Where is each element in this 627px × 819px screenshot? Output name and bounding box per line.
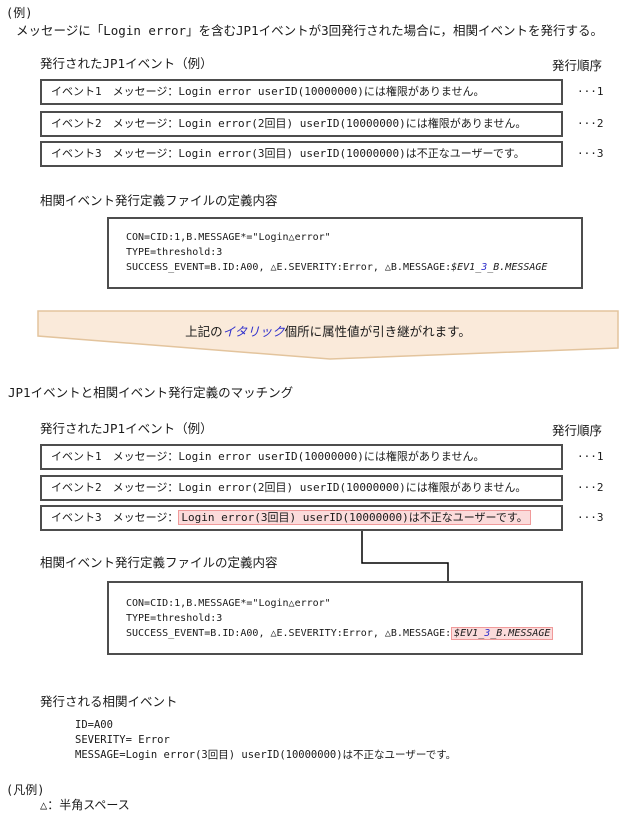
s2-event1-text: イベント1 メッセージ：Login error userID(10000000)… (51, 450, 485, 463)
result-id-line: ID=A00 (75, 719, 113, 731)
s2-def-type-line: TYPE=threshold:3 (126, 613, 223, 624)
s2-def-con-line: CON=CID:1,B.MESSAGE*="Login△error" (126, 598, 331, 609)
s1-event3-box: イベント3 メッセージ：Login error(3回目) userID(1000… (40, 141, 563, 167)
s1-def-success-line: SUCCESS_EVENT=B.ID:A00, △E.SEVERITY:Erro… (126, 262, 548, 273)
s2-definition-box: CON=CID:1,B.MESSAGE*="Login△error" TYPE=… (107, 581, 583, 655)
s1-event1-box: イベント1 メッセージ：Login error userID(10000000)… (40, 79, 563, 105)
result-message-line: MESSAGE=Login error(3回目) userID(10000000… (75, 749, 457, 761)
legend-item: △：半角スペース (40, 798, 130, 812)
s1-definition-heading: 相関イベント発行定義ファイルの定義内容 (40, 193, 278, 208)
example-label: (例) (6, 6, 33, 20)
s2-event3-highlighted-message: Login error(3回目) userID(10000000)は不正なユーザ… (178, 510, 531, 525)
s1-event2-text: イベント2 メッセージ：Login error(2回目) userID(1000… (51, 117, 527, 130)
s1-event3-text: イベント3 メッセージ：Login error(3回目) userID(1000… (51, 147, 525, 160)
s1-inherit-variable: $EV1_3_B.MESSAGE (451, 262, 548, 273)
s2-event1-box: イベント1 メッセージ：Login error userID(10000000)… (40, 444, 563, 470)
s2-issue-order-heading: 発行順序 (552, 423, 603, 438)
s1-def-type-line: TYPE=threshold:3 (126, 247, 223, 258)
legend-label: (凡例) (6, 783, 45, 797)
result-heading: 発行される相関イベント (40, 694, 178, 709)
s1-event3-order: ···3 (577, 147, 604, 160)
intro-text: メッセージに「Login error」を含むJP1イベントが3回発行された場合に… (16, 23, 604, 38)
s1-event1-order: ···1 (577, 85, 604, 98)
s2-event2-box: イベント2 メッセージ：Login error(2回目) userID(1000… (40, 475, 563, 501)
s2-def-success-line: SUCCESS_EVENT=B.ID:A00, △E.SEVERITY:Erro… (126, 626, 581, 641)
s1-issue-order-heading: 発行順序 (552, 58, 603, 73)
s1-event1-text: イベント1 メッセージ：Login error userID(10000000)… (51, 85, 485, 98)
s2-issued-events-heading: 発行されたJP1イベント（例） (40, 421, 213, 436)
s1-event2-order: ···2 (577, 117, 604, 130)
s1-definition-box: CON=CID:1,B.MESSAGE*="Login△error" TYPE=… (107, 217, 583, 289)
s2-definition-heading: 相関イベント発行定義ファイルの定義内容 (40, 555, 278, 570)
banner-note: 上記のイタリック個所に属性値が引き継がれます。 (185, 324, 471, 339)
s1-def-con-line: CON=CID:1,B.MESSAGE*="Login△error" (126, 232, 331, 243)
s2-event2-order: ···2 (577, 481, 604, 494)
s1-issued-events-heading: 発行されたJP1イベント（例） (40, 56, 213, 71)
s2-event3-prefix: イベント3 メッセージ： (51, 511, 179, 524)
s2-event3-order: ···3 (577, 511, 604, 524)
s2-event2-text: イベント2 メッセージ：Login error(2回目) userID(1000… (51, 481, 527, 494)
s2-event1-order: ···1 (577, 450, 604, 463)
s2-inherit-variable-highlighted: $EV1_3_B.MESSAGE (451, 627, 554, 640)
result-severity-line: SEVERITY= Error (75, 734, 170, 746)
s1-event2-box: イベント2 メッセージ：Login error(2回目) userID(1000… (40, 111, 563, 137)
s2-event3-box: イベント3 メッセージ：Login error(3回目) userID(1000… (40, 505, 563, 531)
matching-heading: JP1イベントと相関イベント発行定義のマッチング (8, 385, 294, 400)
banner-italic-word: イタリック (222, 324, 285, 339)
